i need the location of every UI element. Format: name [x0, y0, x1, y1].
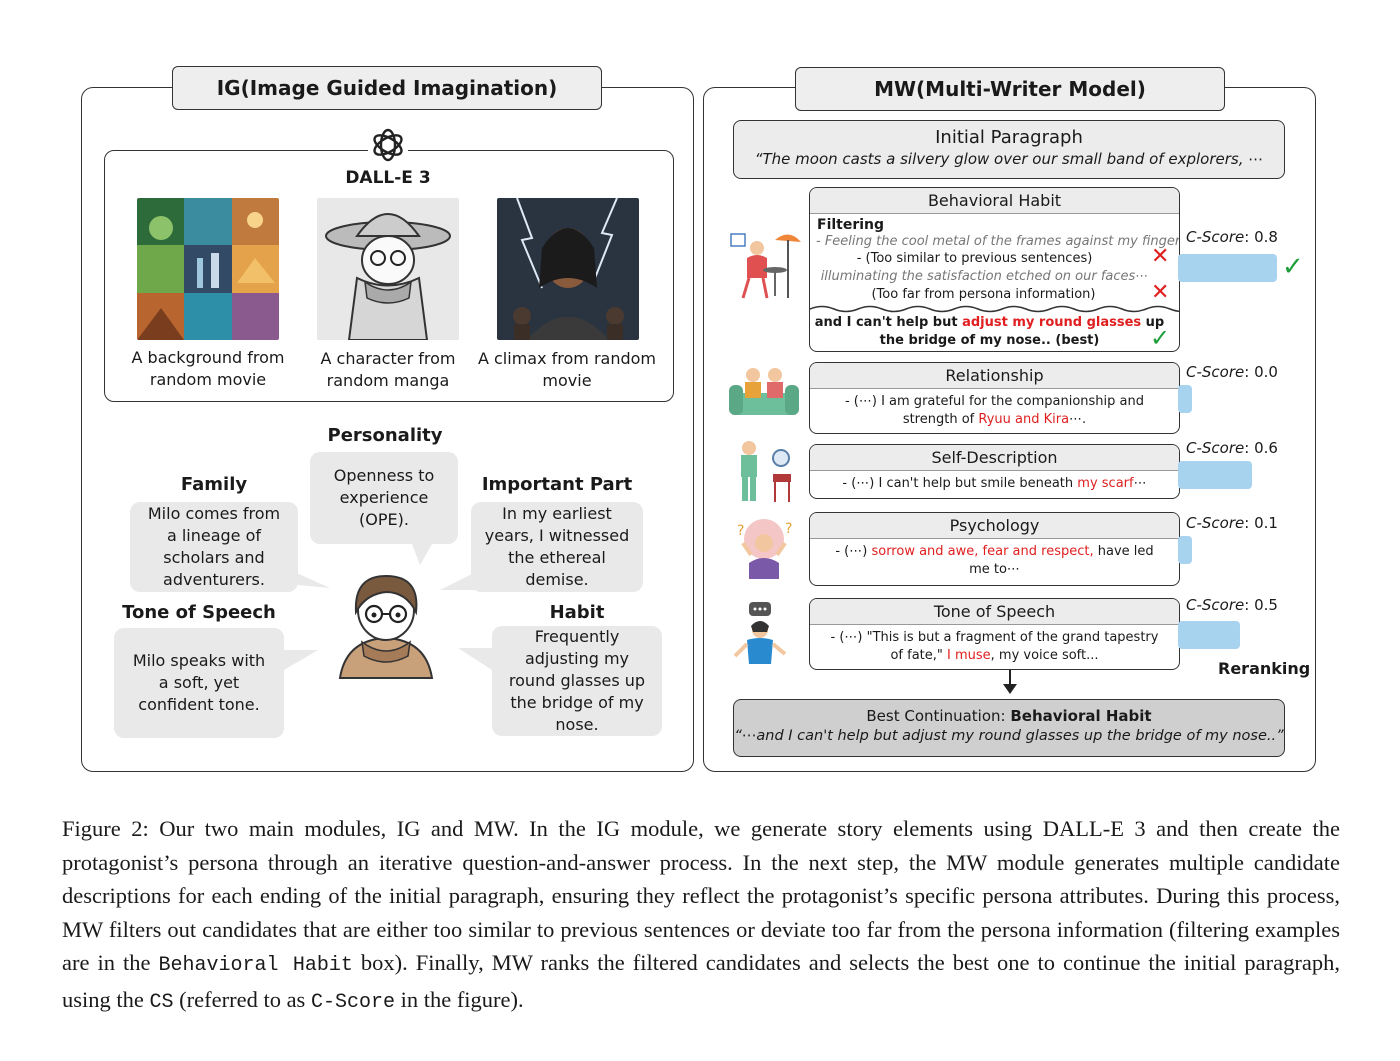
wavy-divider: [810, 305, 1179, 313]
psychology-title: Psychology: [810, 513, 1179, 539]
best-pre: and I can't help but: [814, 315, 963, 330]
climax-caption: A climax from random movie: [477, 349, 657, 390]
candidate-2: illuminating the satisfaction etched on …: [820, 269, 1149, 284]
svg-text:?: ?: [785, 521, 792, 537]
behavioral-habit-title: Behavioral Habit: [810, 188, 1179, 214]
personality-title: Personality: [327, 425, 443, 446]
cafe-person-icon: [730, 233, 801, 299]
family-text: Milo comes from a lineage of scholars an…: [147, 504, 281, 589]
reranking-label: Reranking: [1218, 659, 1311, 678]
relationship-title: Relationship: [810, 363, 1179, 389]
protagonist-avatar-icon: [336, 568, 436, 680]
habit-text: Frequently adjusting my round glasses up…: [508, 627, 646, 734]
personality-text: Openness to experience (OPE).: [333, 466, 435, 529]
relationship-score-bar: [1178, 385, 1192, 413]
best-line2: the bridge of my nose.. (best): [879, 333, 1100, 348]
tone-of-speech-cscore: C-Score: 0.5: [1186, 596, 1278, 614]
figure-caption: Figure 2: Our two main modules, IG and M…: [62, 816, 1341, 1014]
family-title: Family: [180, 474, 248, 495]
dalle-label: DALL-E 3: [345, 168, 431, 188]
persona-connectors: [284, 544, 492, 670]
best-continuation-box: Best Continuation: Behavioral Habit “⋯an…: [733, 699, 1285, 757]
habit-title: Habit: [549, 602, 605, 623]
relationship-text: - (⋯) I am grateful for the companionshi…: [844, 394, 1144, 427]
self-description-title: Self-Description: [810, 445, 1179, 471]
psychology-score-bar: [1178, 536, 1192, 564]
candidate-1: - Feeling the cool metal of the frames a…: [816, 234, 1179, 249]
initial-paragraph-box: Initial Paragraph “The moon casts a silv…: [733, 120, 1285, 179]
cross-icon: ✕: [1151, 244, 1170, 269]
tone-text: Milo speaks with a soft, yet confident t…: [132, 651, 266, 714]
person-mirror-icon: [741, 441, 791, 502]
behavioral-cscore: C-Score: 0.8: [1186, 228, 1278, 246]
ig-title: IG(Image Guided Imagination): [172, 66, 602, 110]
mw-title: MW(Multi-Writer Model): [795, 67, 1225, 111]
behavioral-habit-card: Behavioral Habit Filtering - Feeling the…: [809, 187, 1180, 352]
initial-paragraph-title: Initial Paragraph: [935, 127, 1083, 148]
self-description-card: Self-Description - (⋯) I can't help but …: [809, 444, 1180, 499]
down-arrow-icon: [1003, 670, 1017, 694]
important-part-text: In my earliest years, I witnessed the et…: [484, 504, 630, 589]
cross-icon: ✕: [1151, 280, 1170, 305]
reason-1: - (Too similar to previous sentences): [856, 251, 1093, 266]
initial-paragraph-text: “The moon casts a silvery glow over our …: [754, 150, 1264, 168]
best-candidate: and I can't help but adjust my round gla…: [810, 314, 1179, 350]
background-image: [137, 198, 279, 340]
relationship-cscore: C-Score: 0.0: [1186, 363, 1278, 381]
check-icon: ✓: [1282, 252, 1304, 282]
important-part-title: Important Part: [481, 474, 633, 495]
tone-of-speech-card: Tone of Speech - (⋯) "This is but a frag…: [809, 598, 1180, 670]
tone-score-bar: [1178, 621, 1240, 649]
best-highlight: adjust my round glasses: [962, 315, 1142, 330]
psychology-cscore: C-Score: 0.1: [1186, 514, 1278, 532]
habit-bubble: Frequently adjusting my round glasses up…: [492, 626, 662, 736]
family-bubble: Milo comes from a lineage of scholars an…: [130, 502, 298, 592]
psychology-card: Psychology - (⋯) sorrow and awe, fear an…: [809, 512, 1180, 586]
self-description-score-bar: [1178, 461, 1253, 489]
best-continuation-text: “⋯and I can't help but adjust my round g…: [734, 728, 1284, 744]
reason-2: (Too far from persona information): [871, 287, 1096, 302]
best-continuation-label: Best Continuation: Behavioral Habit: [866, 707, 1152, 725]
filtering-label: Filtering: [817, 217, 885, 233]
climax-image: [497, 198, 639, 340]
openai-logo-icon: [368, 125, 408, 165]
confused-person-icon: ? ?: [737, 519, 792, 579]
svg-text:?: ?: [737, 523, 744, 539]
character-caption: A character from random manga: [320, 349, 456, 390]
speaking-person-icon: [733, 602, 787, 664]
tone-of-speech-title: Tone of Speech: [810, 599, 1179, 625]
best-post: up: [1141, 315, 1165, 330]
important-part-bubble: In my earliest years, I witnessed the et…: [471, 502, 643, 592]
psychology-text: - (⋯) sorrow and awe, fear and respect, …: [835, 544, 1154, 577]
friends-couch-icon: [729, 368, 799, 415]
tone-of-speech-text: - (⋯) "This is but a fragment of the gra…: [830, 630, 1159, 663]
background-caption: A background from random movie: [131, 348, 285, 389]
tone-title: Tone of Speech: [122, 602, 276, 623]
personality-bubble: Openness to experience (OPE).: [310, 452, 458, 544]
character-image: [317, 198, 459, 340]
relationship-card: Relationship - (⋯) I am grateful for the…: [809, 362, 1180, 434]
behavioral-score-bar: [1178, 254, 1277, 282]
check-icon: ✓: [1150, 324, 1171, 352]
tone-bubble: Milo speaks with a soft, yet confident t…: [114, 628, 284, 738]
self-description-text: - (⋯) I can't help but smile beneath my …: [842, 476, 1147, 491]
self-description-cscore: C-Score: 0.6: [1186, 439, 1278, 457]
